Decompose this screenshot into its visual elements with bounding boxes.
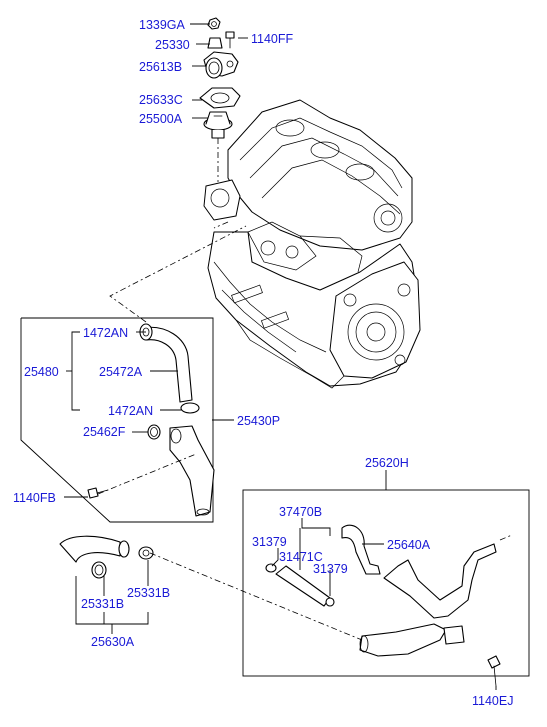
water-pipe-assembly — [265, 524, 513, 687]
label-25640A: 25640A — [387, 538, 431, 552]
thermostat-assembly — [199, 17, 241, 182]
label-1472AN-top: 1472AN — [83, 326, 128, 340]
label-37470B: 37470B — [279, 505, 322, 519]
label-31379-left: 31379 — [252, 535, 287, 549]
label-1140FB: 1140FB — [13, 491, 56, 505]
connection-lines — [97, 221, 363, 641]
label-1140FF: 1140FF — [251, 32, 294, 46]
engine-block — [203, 99, 421, 389]
label-25620H: 25620H — [365, 456, 409, 470]
bolt-1140FB — [87, 487, 109, 499]
label-25480: 25480 — [24, 365, 59, 379]
part-labels: 1339GA 25330 1140FF 25613B 25633C 25500A… — [13, 18, 513, 708]
label-25331B-right: 25331B — [127, 586, 170, 600]
hose-25472A — [139, 323, 200, 414]
label-1472AN-bottom: 1472AN — [108, 404, 153, 418]
label-25500A: 25500A — [139, 112, 183, 126]
label-25472A: 25472A — [99, 365, 143, 379]
label-1140EJ: 1140EJ — [472, 694, 513, 708]
label-31379-right: 31379 — [313, 562, 348, 576]
label-1339GA: 1339GA — [139, 18, 186, 32]
label-25633C: 25633C — [139, 93, 183, 107]
label-25613B: 25613B — [139, 60, 182, 74]
label-31471C: 31471C — [279, 550, 323, 564]
label-25630A: 25630A — [91, 635, 135, 649]
label-25430P: 25430P — [237, 414, 280, 428]
hose-25630A — [59, 535, 154, 579]
inlet-pipe-25462F — [147, 424, 215, 517]
label-25462F: 25462F — [83, 425, 126, 439]
label-25331B-left: 25331B — [81, 597, 124, 611]
leader-lines — [64, 23, 497, 690]
label-25330: 25330 — [155, 38, 190, 52]
